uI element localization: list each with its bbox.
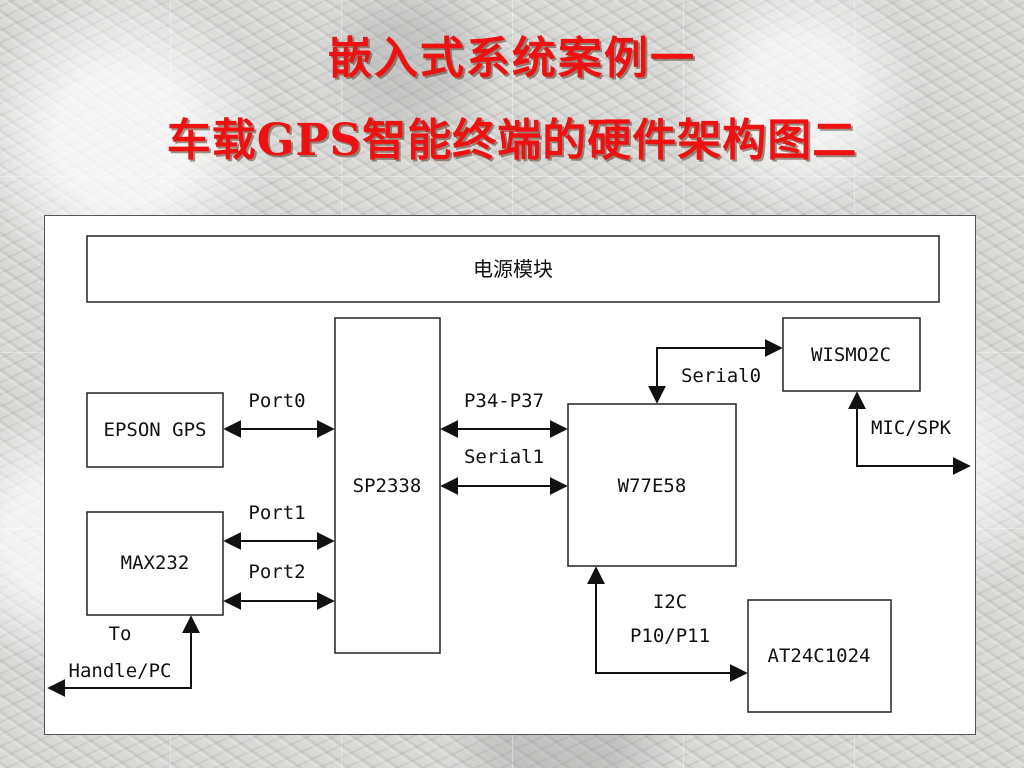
slide-subtitle: 车载GPS智能终端的硬件架构图二 xyxy=(166,115,858,166)
background-seam xyxy=(0,176,1024,177)
at24c1024-label: AT24C1024 xyxy=(768,645,871,667)
power-module-label: 电源模块 xyxy=(473,257,553,281)
sp2338-label: SP2338 xyxy=(353,475,422,497)
mic-spk-connection xyxy=(848,391,971,475)
sp2338-block: SP2338 xyxy=(334,317,441,654)
i2c-label: I2C xyxy=(653,591,687,613)
handle-pc-connection xyxy=(47,615,200,697)
serial0-connection xyxy=(648,339,783,404)
at24c1024-block: AT24C1024 xyxy=(747,599,892,713)
epson-gps-label: EPSON GPS xyxy=(104,419,207,441)
max232-block: MAX232 xyxy=(86,511,224,616)
p10-p11-label: P10/P11 xyxy=(630,625,710,647)
port2-label: Port2 xyxy=(248,561,305,583)
i2c-connection xyxy=(587,566,748,682)
port1-label: Port1 xyxy=(248,502,305,524)
hardware-architecture-diagram: 电源模块 EPSON GPS MAX232 SP2338 W77E58 WISM… xyxy=(44,215,976,735)
port0-label: Port0 xyxy=(248,390,305,412)
to-label: To xyxy=(109,623,132,645)
mic-spk-label: MIC/SPK xyxy=(871,417,952,439)
serial1-label: Serial1 xyxy=(464,446,544,468)
p34-p37-label: P34-P37 xyxy=(464,390,544,412)
w77e58-label: W77E58 xyxy=(618,475,687,497)
epson-gps-block: EPSON GPS xyxy=(86,392,224,468)
wismo2c-label: WISMO2C xyxy=(811,344,891,366)
wismo2c-block: WISMO2C xyxy=(782,317,921,392)
max232-label: MAX232 xyxy=(121,552,190,574)
slide-title: 嵌入式系统案例一 xyxy=(328,33,696,84)
serial0-label: Serial0 xyxy=(681,365,761,387)
w77e58-block: W77E58 xyxy=(567,403,737,567)
power-module-block: 电源模块 xyxy=(86,235,940,303)
handle-pc-label: Handle/PC xyxy=(69,660,172,682)
